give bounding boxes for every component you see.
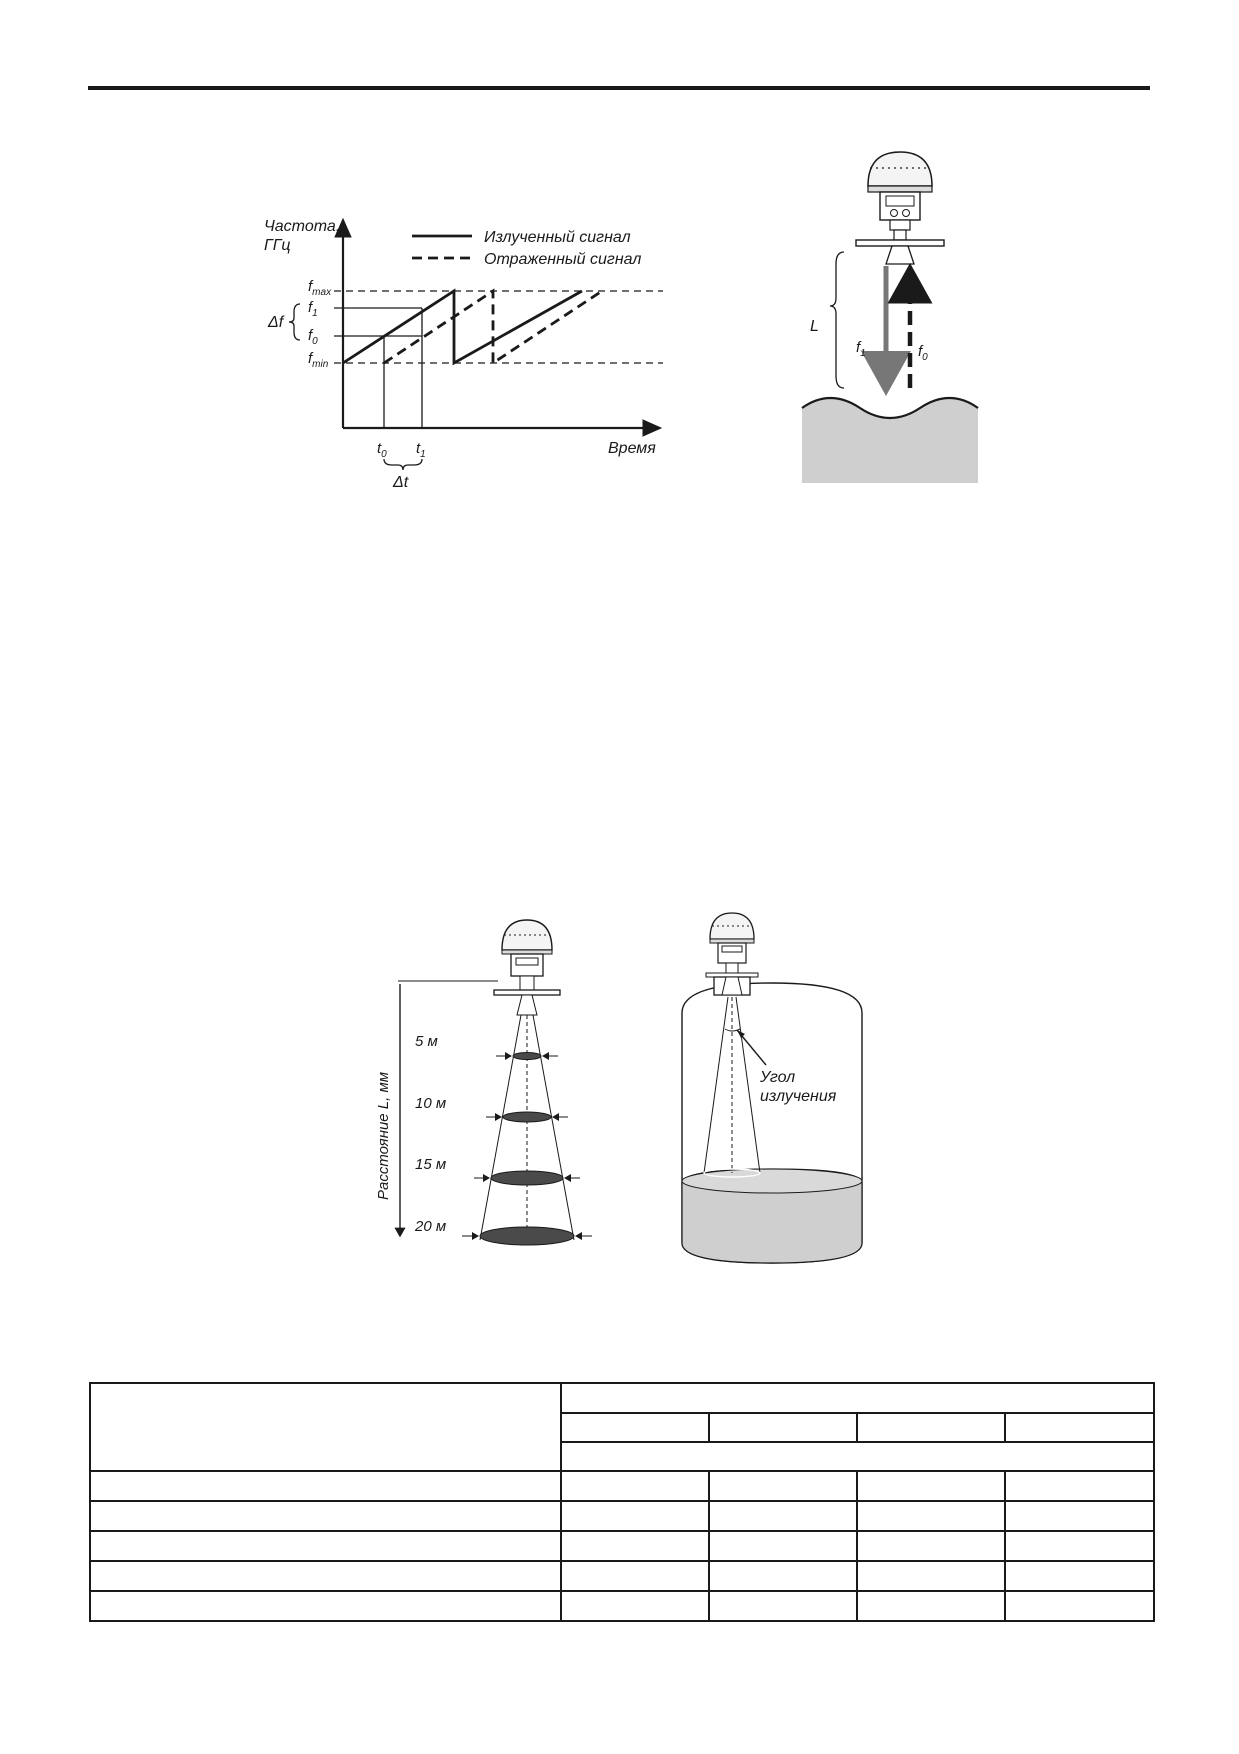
beam-spread-diagram: Расстояние L, мм 5 м 10 м 15 м 20 м [375,919,592,1246]
top-rule [88,86,1150,90]
table-cell [856,1470,1006,1502]
t0-label: t0 [377,440,387,460]
table-cell [708,1530,858,1562]
beam-spot-5m [512,1052,542,1060]
table-cell [856,1560,1006,1592]
table-cell [708,1560,858,1592]
beam-right [735,996,761,1174]
table-cell [560,1530,710,1562]
table-header-cell [560,1382,1155,1414]
radar-sensor [705,912,759,996]
distance-label-10m: 10 м [415,1095,446,1112]
table-header-row-3 [90,1441,1155,1472]
table-cell [89,1560,562,1592]
f0-label: f0 [918,343,928,363]
table-cell [560,1500,710,1532]
table-cell [89,1590,562,1622]
table-cell [1004,1560,1155,1592]
table-cell [1004,1470,1155,1502]
table-cell [708,1500,858,1532]
delta-f-brace [288,303,301,341]
radar-sensor [493,919,561,1016]
liquid-surface [802,398,978,483]
table-row [89,1470,1155,1502]
table-cell [560,1590,710,1622]
distance-label-20m: 20 м [414,1218,446,1235]
table-cell [856,1530,1006,1562]
radar-sensor [855,151,945,265]
table-cell [708,1470,858,1502]
distance-brace [829,251,845,389]
distance-label-15m: 15 м [415,1156,446,1173]
table-header-cell [560,1412,710,1443]
fmcw-frequency-chart: Частота, ГГц Излученный сигнал Отраженны… [264,217,663,491]
distance-label: L [810,318,819,335]
delta-t-label: Δt [392,474,409,491]
table-header-cell [708,1412,858,1443]
tank-beam-angle-diagram: Угол излучения [681,912,863,1264]
distance-label-5m: 5 м [415,1033,438,1050]
table-row [89,1590,1155,1622]
beam-spot-20m [479,1226,575,1246]
angle-arc [724,1028,741,1032]
delta-t-brace [383,458,423,471]
table-cell [856,1500,1006,1532]
x-axis-label: Время [608,440,656,457]
table-cell [1004,1590,1155,1622]
table-cell [708,1590,858,1622]
f1-label: f1 [308,299,318,319]
table-header-cell [1004,1412,1155,1443]
table-header-cell [560,1441,1155,1472]
table-cell [560,1560,710,1592]
reflected-signal [383,288,603,366]
beam-spot-10m [502,1111,552,1123]
f1-label: f1 [856,339,866,359]
spec-table [89,1382,1155,1622]
beam-left [703,996,729,1174]
table-cell [89,1470,562,1502]
beam-spot [703,1168,761,1178]
delta-f-label: Δf [267,314,285,331]
radar-level-diagram: L f1 f0 [801,151,979,483]
table-header-cell [89,1382,562,1472]
fmax-label: fmax [308,278,332,298]
angle-label-line2: излучения [760,1088,837,1105]
y-axis-label-line2: ГГц [264,237,291,254]
table-cell [560,1470,710,1502]
table-cell [856,1590,1006,1622]
t1-label: t1 [416,440,426,460]
cone-left [479,1014,522,1241]
table-row [89,1530,1155,1562]
legend-emitted: Излученный сигнал [484,229,631,246]
beam-spot-15m [490,1170,564,1186]
cone-right [532,1014,575,1241]
table-cell [89,1530,562,1562]
fmin-label: fmin [308,350,329,370]
table-cell [89,1500,562,1532]
table-header-row-1 [89,1382,1155,1472]
emitted-signal [342,288,583,366]
table-cell [1004,1500,1155,1532]
table-header-row-2 [90,1412,1155,1443]
angle-label-line1: Угол [759,1069,795,1086]
table-row [89,1560,1155,1592]
table-header-cell [856,1412,1006,1443]
f0-label: f0 [308,327,318,347]
table-row [89,1500,1155,1532]
y-axis-label-line1: Частота, [264,218,340,235]
legend-reflected: Отраженный сигнал [484,251,641,268]
distance-axis-label: Расстояние L, мм [375,1072,392,1200]
table-cell [1004,1530,1155,1562]
